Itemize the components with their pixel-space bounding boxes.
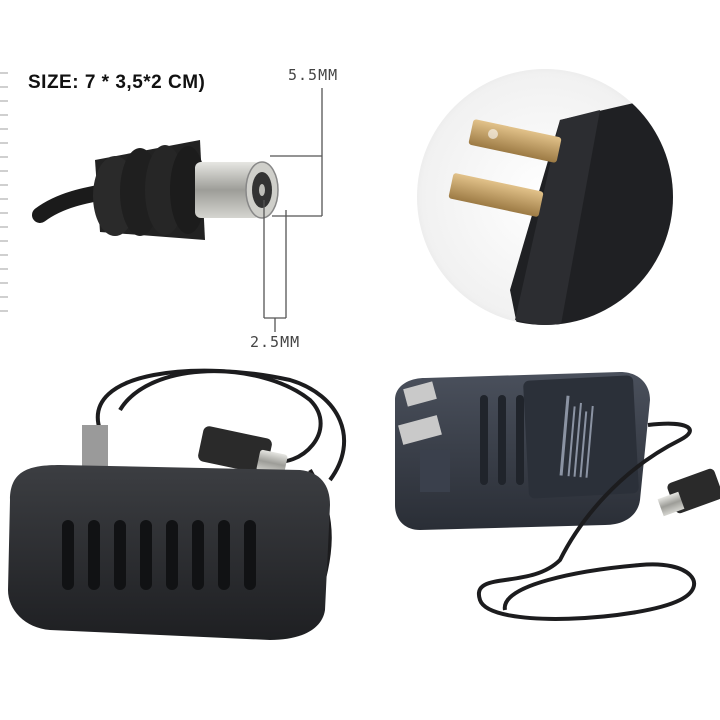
- dc-connector-closeup: [32, 140, 279, 240]
- outer-diameter-label: 5.5MM: [288, 66, 339, 84]
- adapter-left: [8, 368, 347, 640]
- dimension-lines: [263, 88, 323, 332]
- inner-diameter-label: 2.5MM: [250, 333, 301, 351]
- cropped-edge-text: [0, 60, 8, 320]
- size-caption: SIZE: 7 * 3,5*2 CM): [28, 72, 206, 93]
- plug-closeup-circle: [417, 69, 673, 325]
- adapter-right: [395, 372, 720, 621]
